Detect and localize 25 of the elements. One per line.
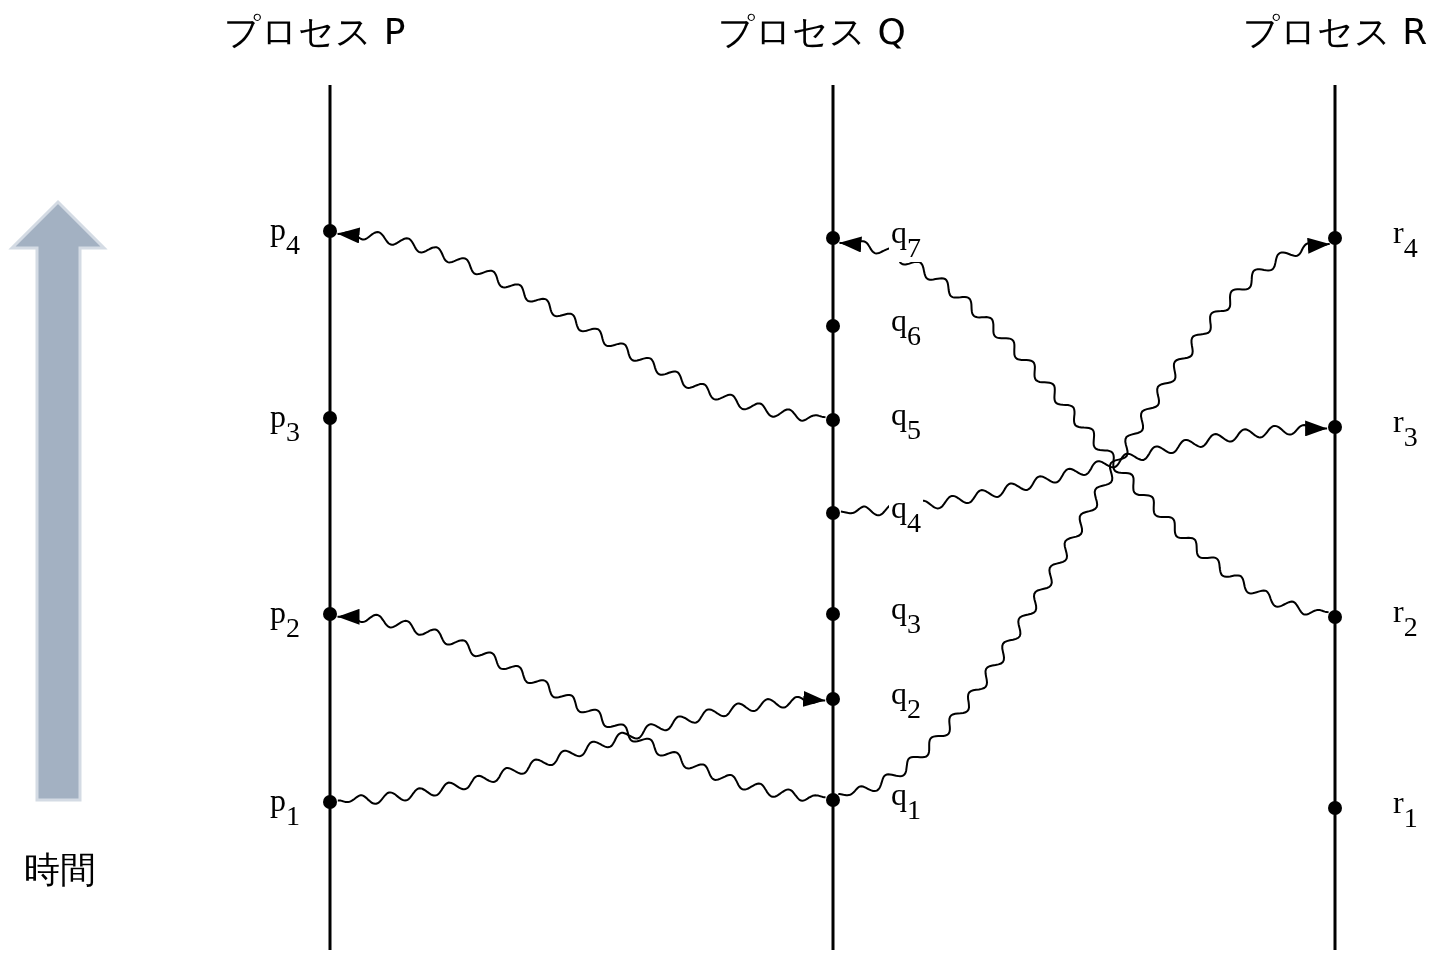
event-dot [323, 795, 337, 809]
event-dot [826, 319, 840, 333]
axis-label: 時間 [24, 852, 96, 888]
event-dot [826, 231, 840, 245]
message-arrow [336, 608, 827, 802]
process-heading: プロセス Q [718, 14, 906, 50]
event-dot [826, 692, 840, 706]
event-dot [826, 506, 840, 520]
event-dot [826, 607, 840, 621]
event-dot [1328, 801, 1342, 815]
event-dot [1328, 420, 1342, 434]
message-arrow [838, 236, 1330, 616]
event-dot [323, 607, 337, 621]
message-arrow [336, 690, 827, 805]
process-heading: プロセス R [1242, 14, 1428, 50]
event-dot [323, 224, 337, 238]
event-dot [826, 793, 840, 807]
event-dot [1328, 231, 1342, 245]
message-arrow [336, 227, 827, 422]
event-dot [1328, 610, 1342, 624]
event-dot [323, 411, 337, 425]
process-heading: プロセス P [224, 14, 406, 50]
event-dot [826, 413, 840, 427]
message-arrow [839, 420, 1329, 517]
message-arrow [837, 237, 1331, 797]
